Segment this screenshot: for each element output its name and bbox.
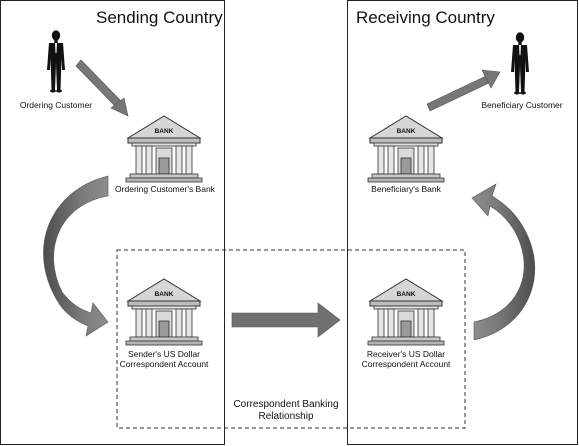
right-curved-arrow bbox=[471, 183, 535, 341]
beneficiary-bank-label: Beneficiary's Bank bbox=[371, 184, 441, 194]
relationship-line2: Relationship bbox=[258, 410, 314, 422]
bank-sign-label: BANK bbox=[155, 291, 174, 298]
sending-country-panel bbox=[0, 0, 225, 445]
sender-correspondent-line2: Correspondent Account bbox=[119, 358, 209, 369]
beneficiary-bank-icon bbox=[367, 115, 445, 183]
sender-correspondent-line1: Sender's US Dollar bbox=[127, 349, 200, 359]
bank-to-beneficiary-arrow bbox=[426, 69, 501, 112]
customer-to-bank-arrow bbox=[75, 59, 129, 117]
receiver-correspondent-bank-icon bbox=[367, 278, 445, 346]
bank-sign-label: BANK bbox=[397, 291, 416, 298]
receiving-country-title: Receiving Country bbox=[356, 8, 495, 27]
sender-correspondent-bank-icon bbox=[125, 278, 203, 346]
ordering-bank-icon bbox=[125, 115, 203, 183]
correspondent-relationship-label: Correspondent Banking Relationship bbox=[216, 399, 356, 422]
ordering-customer-label: Ordering Customer bbox=[19, 100, 93, 110]
sender-correspondent-label: Sender's US Dollar Correspondent Account bbox=[112, 349, 216, 370]
relationship-line1: Correspondent Banking bbox=[233, 399, 339, 410]
sending-country-title: Sending Country bbox=[96, 8, 223, 27]
correspondent-transfer-arrow bbox=[231, 302, 341, 338]
receiver-correspondent-line1: Receiver's US Dollar bbox=[366, 349, 446, 359]
beneficiary-customer-icon bbox=[511, 32, 529, 95]
bank-sign-label: BANK bbox=[155, 128, 174, 135]
ordering-bank-label: Ordering Customer's Bank bbox=[115, 184, 215, 194]
ordering-customer-icon bbox=[47, 30, 65, 93]
receiving-country-panel bbox=[347, 0, 578, 445]
correspondent-relationship-box bbox=[116, 249, 466, 429]
receiver-correspondent-label: Receiver's US Dollar Correspondent Accou… bbox=[352, 349, 460, 370]
receiver-correspondent-line2: Correspondent Account bbox=[361, 358, 451, 369]
beneficiary-customer-label: Beneficiary Customer bbox=[481, 100, 563, 110]
bank-sign-label: BANK bbox=[397, 128, 416, 135]
left-curved-arrow bbox=[43, 175, 109, 337]
